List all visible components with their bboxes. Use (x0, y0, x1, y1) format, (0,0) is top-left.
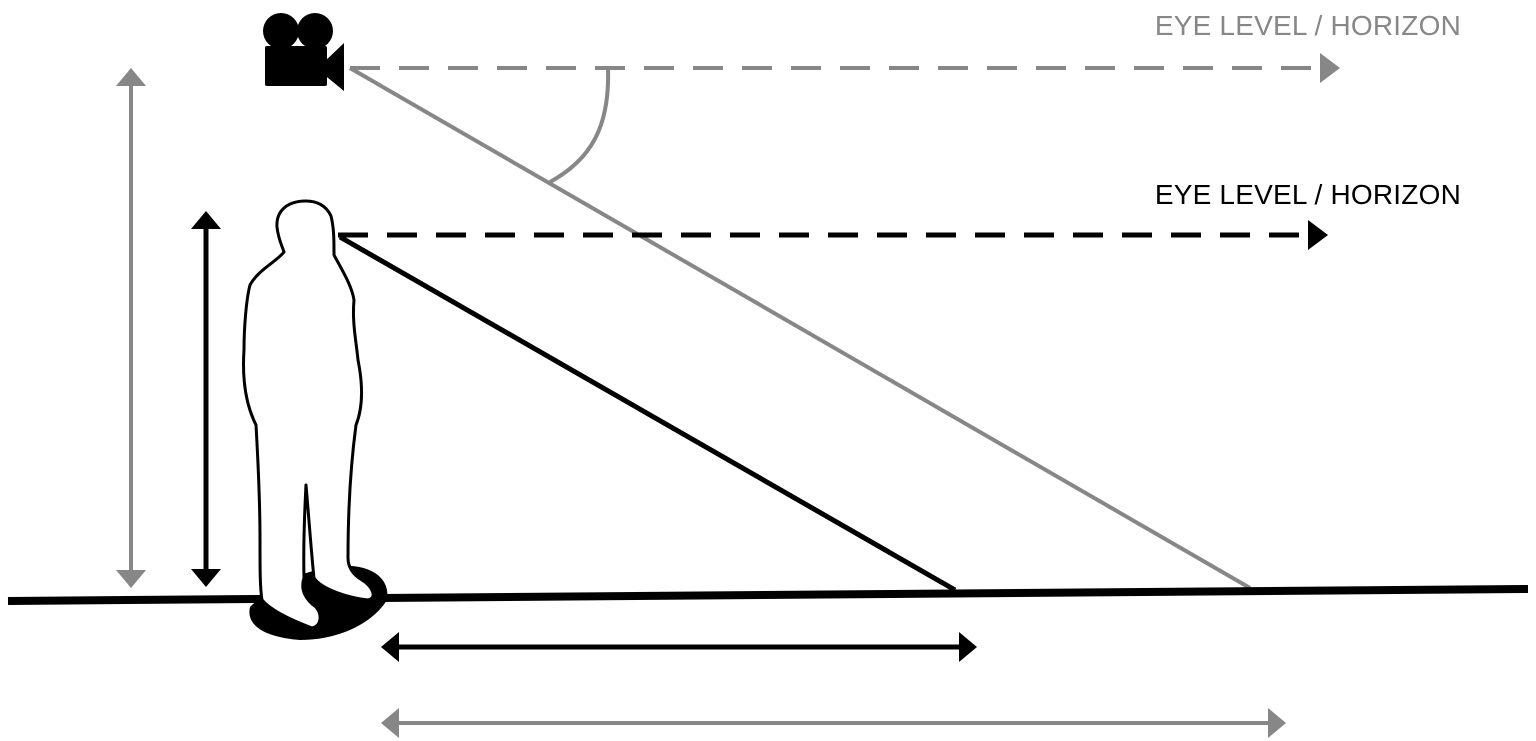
camera-angle-arc (549, 67, 611, 184)
camera-eye-level-arrowhead (1320, 53, 1340, 83)
person-distance-arrowhead-left (381, 632, 399, 662)
person-eye-level-label: EYE LEVEL / HORIZON (1154, 179, 1461, 210)
camera-sight-line (348, 66, 1252, 590)
person-distance-arrowhead-right (959, 632, 977, 662)
camera-distance-arrowhead-left (381, 708, 399, 738)
person-sight-line (338, 234, 957, 593)
person-height-arrowhead-bottom (191, 569, 221, 587)
ground-line (7, 585, 1529, 605)
person-height-arrowhead-top (191, 211, 221, 229)
camera-height-arrowhead-top (116, 68, 146, 86)
movie-camera-icon (263, 13, 344, 91)
camera-height-arrowhead-bottom (116, 570, 146, 588)
standing-person-icon (242, 199, 388, 640)
person-eye-level-arrowhead (1308, 220, 1328, 250)
camera-eye-level-label: EYE LEVEL / HORIZON (1154, 10, 1461, 41)
camera-distance-arrowhead-right (1268, 708, 1286, 738)
